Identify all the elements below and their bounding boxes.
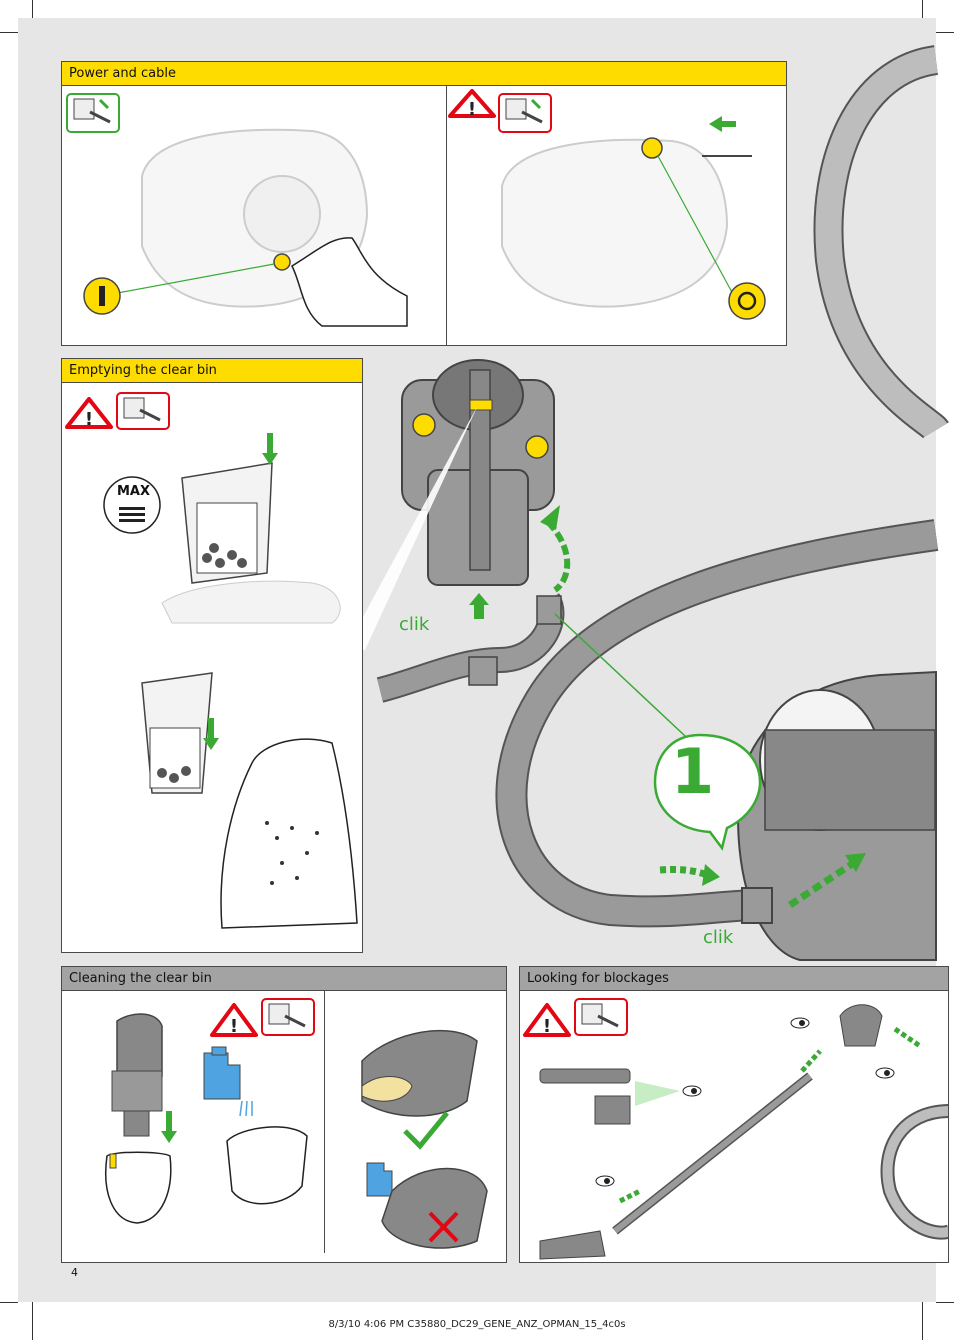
svg-text:!: ! xyxy=(230,1016,238,1037)
panel-title: Emptying the clear bin xyxy=(62,359,362,383)
clik-label-top: clik xyxy=(399,614,430,635)
emptying-illustration: ! xyxy=(65,392,358,929)
panel-title: Looking for blockages xyxy=(520,967,948,991)
emptying-clear-bin-panel: Emptying the clear bin ! MAX xyxy=(61,358,363,953)
max-label: MAX xyxy=(117,484,151,499)
svg-text:!: ! xyxy=(85,409,93,430)
panel-title: Cleaning the clear bin xyxy=(62,967,506,991)
print-footer: 8/3/10 4:06 PM C35880_DC29_GENE_ANZ_OPMA… xyxy=(328,1319,626,1330)
crop-mark xyxy=(0,1302,18,1303)
blockages-illustration: ! xyxy=(523,998,948,1260)
crop-mark xyxy=(32,1302,33,1340)
power-and-cable-panel: Power and cable ! xyxy=(61,61,787,346)
crop-mark xyxy=(0,32,18,33)
svg-text:!: ! xyxy=(543,1016,551,1037)
page-number: 4 xyxy=(71,1266,78,1279)
svg-text:!: ! xyxy=(468,99,476,120)
crop-mark xyxy=(922,0,923,18)
panel-divider xyxy=(446,86,447,345)
crop-mark xyxy=(936,1302,954,1303)
looking-for-blockages-panel: Looking for blockages ! xyxy=(519,966,949,1263)
cleaning-illustration: ! xyxy=(105,998,488,1249)
crop-mark xyxy=(32,0,33,18)
crop-mark xyxy=(936,32,954,33)
power-illustration: ! xyxy=(66,89,766,327)
panel-divider xyxy=(324,991,325,1253)
cleaning-clear-bin-panel: Cleaning the clear bin ! xyxy=(61,966,507,1263)
step-number: 1 xyxy=(671,735,715,808)
panel-title: Power and cable xyxy=(62,62,786,86)
crop-mark xyxy=(922,1302,923,1340)
clik-label-bottom: clik xyxy=(703,927,734,948)
